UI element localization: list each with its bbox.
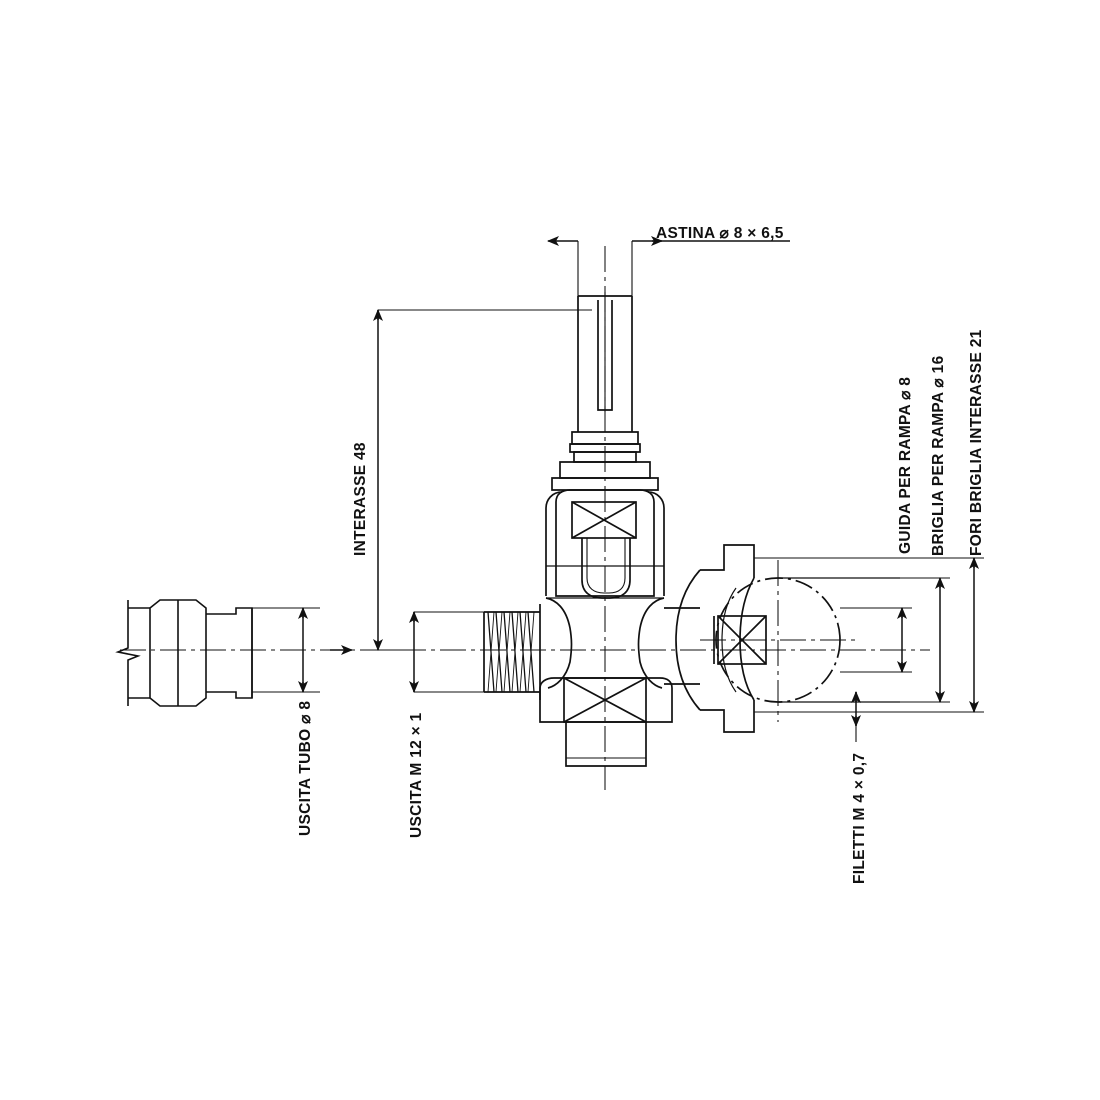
label-guida-rampa: GUIDA PER RAMPA ⌀ 8: [897, 376, 914, 554]
label-uscita-m12: USCITA M 12 × 1: [408, 712, 425, 838]
spindle-housing: [581, 538, 631, 599]
dim-briglia-rampa: [860, 577, 950, 703]
dim-interasse-48: [373, 309, 592, 651]
label-uscita-tubo: USCITA TUBO ⌀ 8: [297, 700, 314, 836]
dim-guida-rampa: [840, 607, 912, 673]
label-filetti-m4: FILETTI M 4 × 0,7: [851, 752, 868, 884]
upper-hex-nut: [571, 501, 637, 539]
label-interasse-48: INTERASSE 48: [352, 442, 369, 556]
bonnet-block: [551, 461, 659, 491]
label-astina: ASTINA ⌀ 8 × 6,5: [656, 225, 784, 242]
label-fori-briglia: FORI BRIGLIA INTERASSE 21: [968, 329, 985, 556]
dim-uscita-m12: [409, 611, 490, 693]
dimension-lines: [252, 236, 984, 742]
label-briglia-rampa: BRIGLIA PER RAMPA ⌀ 16: [930, 355, 947, 556]
upper-body: [545, 489, 665, 597]
dim-uscita-tubo: [252, 607, 320, 693]
bottom-spigot: [565, 722, 647, 767]
flange-neck: [664, 607, 700, 685]
dim-astina: [547, 236, 790, 300]
valve-body: [483, 292, 900, 767]
threaded-outlet: [483, 604, 541, 700]
lower-hex-nut: [539, 677, 673, 723]
outlet-tube-assembly: [115, 599, 253, 707]
dim-fori-briglia: [754, 557, 984, 713]
centerlines: [120, 246, 930, 790]
